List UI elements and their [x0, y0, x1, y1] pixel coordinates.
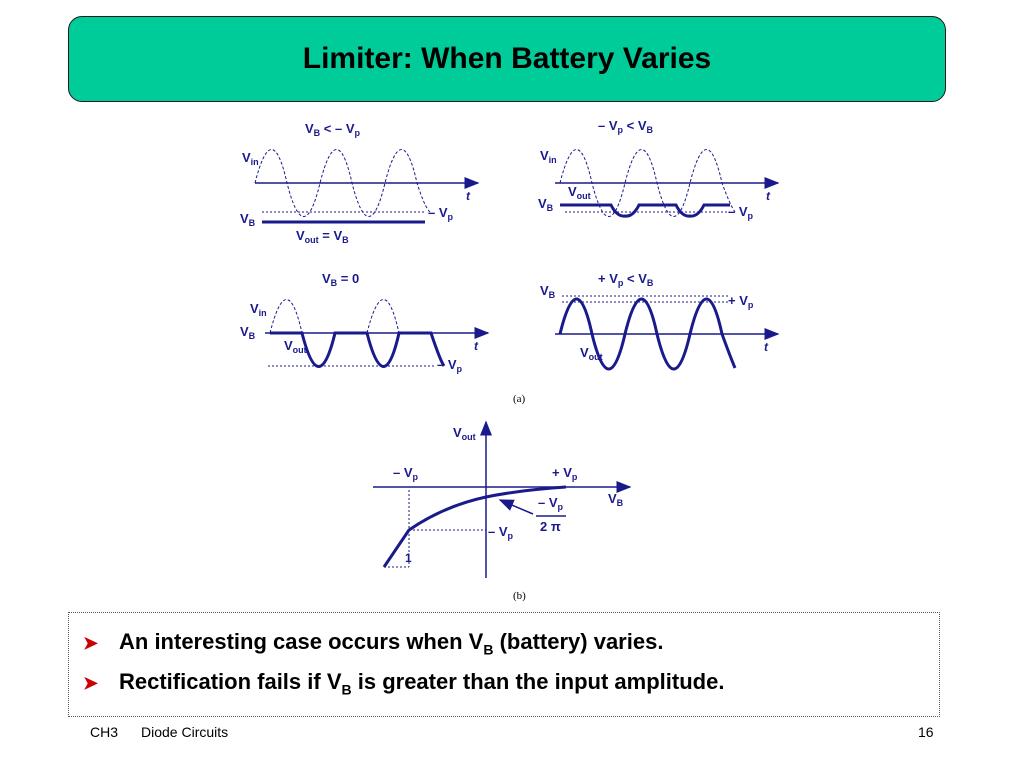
vout-waveform — [560, 203, 730, 218]
svg-text:– Vp: – Vp — [728, 204, 754, 221]
arrow-bullet-icon: ➤ — [83, 672, 99, 693]
list-item: ➤ An interesting case occurs when VB (ba… — [83, 628, 664, 658]
svg-text:VB: VB — [538, 196, 554, 213]
footer-chapter: CH3 — [90, 724, 119, 740]
transfer-curve — [382, 485, 567, 568]
bullet-list: ➤ An interesting case occurs when VB (ba… — [68, 612, 940, 717]
transfer-characteristic: Vout VB – Vp + Vp 1 – Vp – Vp 2 π — [373, 420, 632, 578]
caption-a: (a) — [513, 393, 526, 405]
svg-text:t: t — [474, 339, 479, 353]
svg-text:Vout: Vout — [284, 338, 307, 355]
svg-text:VB: VB — [240, 324, 256, 341]
slope-arrow — [498, 499, 534, 515]
svg-text:VB = 0: VB = 0 — [322, 271, 359, 288]
limiter-figure: VB < – Vp Vin t – Vp VB Vout = VB – Vp <… — [240, 118, 780, 602]
svg-text:VB < – Vp: VB < – Vp — [305, 121, 361, 138]
vin-waveform — [254, 149, 431, 217]
svg-text:Vin: Vin — [540, 148, 557, 165]
list-item: ➤ Rectification fails if VB is greater t… — [83, 668, 725, 698]
vin-waveform — [559, 149, 736, 217]
svg-text:VB: VB — [608, 491, 624, 508]
panel-vb-zero: VB = 0 Vin VB t Vout – Vp — [240, 271, 490, 374]
panel-vb-above-pos-vp: + Vp < VB VB + Vp t Vout — [540, 271, 780, 371]
panel-vb-above-neg-vp: – Vp < VB Vin t Vout – Vp VB — [538, 118, 780, 221]
title-banner: Limiter: When Battery Varies — [68, 16, 946, 102]
svg-text:t: t — [766, 189, 771, 203]
svg-text:+ Vp: + Vp — [728, 293, 754, 310]
svg-text:– Vp: – Vp — [428, 205, 454, 222]
page-number: 16 — [918, 724, 934, 740]
svg-text:– Vp: – Vp — [488, 524, 514, 541]
footer-course: Diode Circuits — [141, 724, 229, 740]
svg-text:– Vp: – Vp — [437, 357, 463, 374]
vin-waveform — [269, 299, 400, 334]
caption-b: (b) — [513, 590, 526, 602]
vout-waveform — [558, 297, 737, 371]
svg-text:Vout = VB: Vout = VB — [296, 228, 349, 245]
vout-waveform — [270, 331, 446, 368]
svg-text:Vout: Vout — [580, 345, 603, 362]
svg-text:– Vp: – Vp — [393, 465, 419, 482]
svg-text:– Vp: – Vp — [538, 495, 564, 512]
svg-text:+ Vp: + Vp — [552, 465, 578, 482]
svg-text:t: t — [466, 189, 471, 203]
svg-text:– Vp < VB: – Vp < VB — [598, 118, 654, 135]
svg-text:Vin: Vin — [250, 301, 267, 318]
arrow-bullet-icon: ➤ — [83, 632, 99, 653]
slide-title: Limiter: When Battery Varies — [302, 42, 712, 75]
svg-text:Vout: Vout — [453, 425, 476, 442]
svg-text:VB: VB — [540, 283, 556, 300]
vb-label: VB — [240, 211, 256, 228]
svg-text:t: t — [764, 340, 769, 354]
vin-label: Vin — [242, 150, 259, 167]
panel-vb-below-neg-vp: VB < – Vp Vin t – Vp VB Vout = VB — [240, 121, 480, 245]
svg-text:2 π: 2 π — [540, 519, 561, 534]
slope-label: 1 — [405, 551, 412, 565]
svg-text:+ Vp < VB: + Vp < VB — [598, 271, 654, 288]
svg-text:Vout: Vout — [568, 184, 591, 201]
